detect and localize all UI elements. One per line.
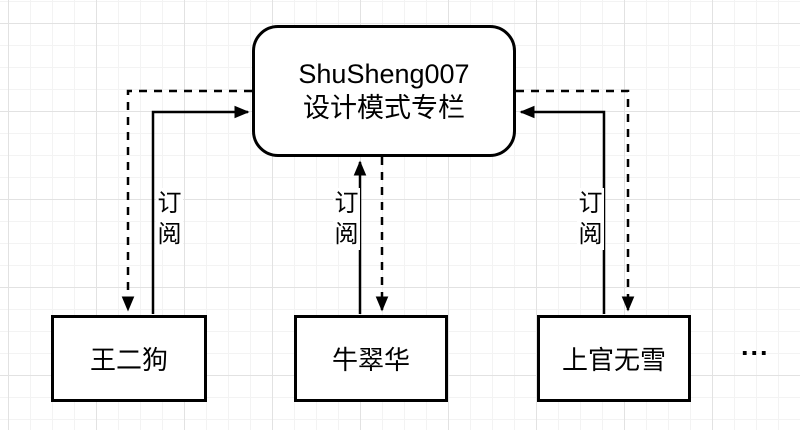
subscribe-edge-label-middle: 订阅 <box>333 188 360 250</box>
subscriber-node-shang-guan-wu-xue: 上官无雪 <box>537 315 691 402</box>
subscriber-name: 王二狗 <box>89 345 168 375</box>
publisher-title-line1: ShuSheng007 <box>298 59 470 89</box>
subscribe-arrow-right <box>519 105 606 314</box>
subscribe-edge-label-right: 订阅 <box>577 188 604 250</box>
publisher-title-line2: 设计模式专栏 <box>303 93 465 123</box>
publisher-node: ShuSheng007 设计模式专栏 <box>252 25 516 157</box>
subscriber-name: 上官无雪 <box>561 345 666 375</box>
notify-arrow-left <box>121 89 252 312</box>
subscriber-node-wang-er-gou: 王二狗 <box>51 315 207 402</box>
subscriber-name: 牛翠华 <box>331 345 410 375</box>
subscriber-node-niu-cui-hua: 牛翠华 <box>294 315 448 402</box>
subscribe-arrow-left <box>151 105 250 314</box>
subscribe-edge-label-left: 订阅 <box>156 188 183 250</box>
notify-arrow-right <box>516 89 635 312</box>
more-subscribers-ellipsis: ... <box>741 331 770 361</box>
